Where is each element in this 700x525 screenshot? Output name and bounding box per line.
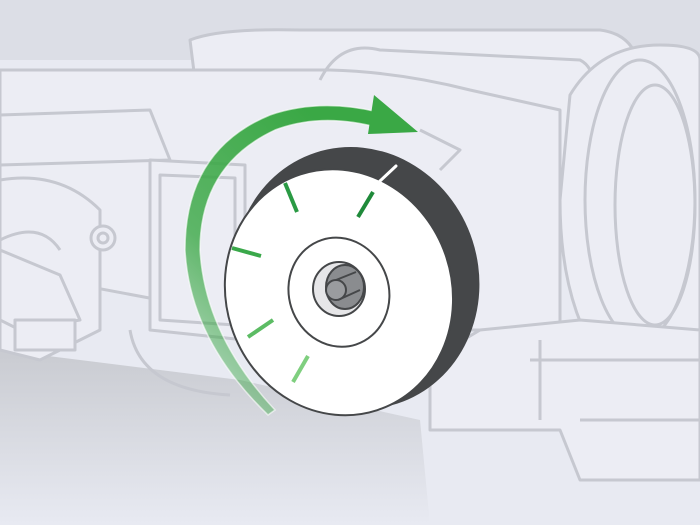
scale-ticks	[231, 182, 375, 383]
clockwise-arrow-icon	[184, 95, 418, 416]
knob-hub	[312, 261, 366, 317]
tick-mark	[231, 246, 262, 258]
tick-mark	[291, 355, 310, 383]
knob-indicator-mark	[378, 164, 398, 183]
tick-mark	[246, 318, 275, 339]
tick-mark	[283, 182, 299, 213]
floor-shadow	[0, 350, 430, 525]
tick-mark	[356, 190, 375, 219]
